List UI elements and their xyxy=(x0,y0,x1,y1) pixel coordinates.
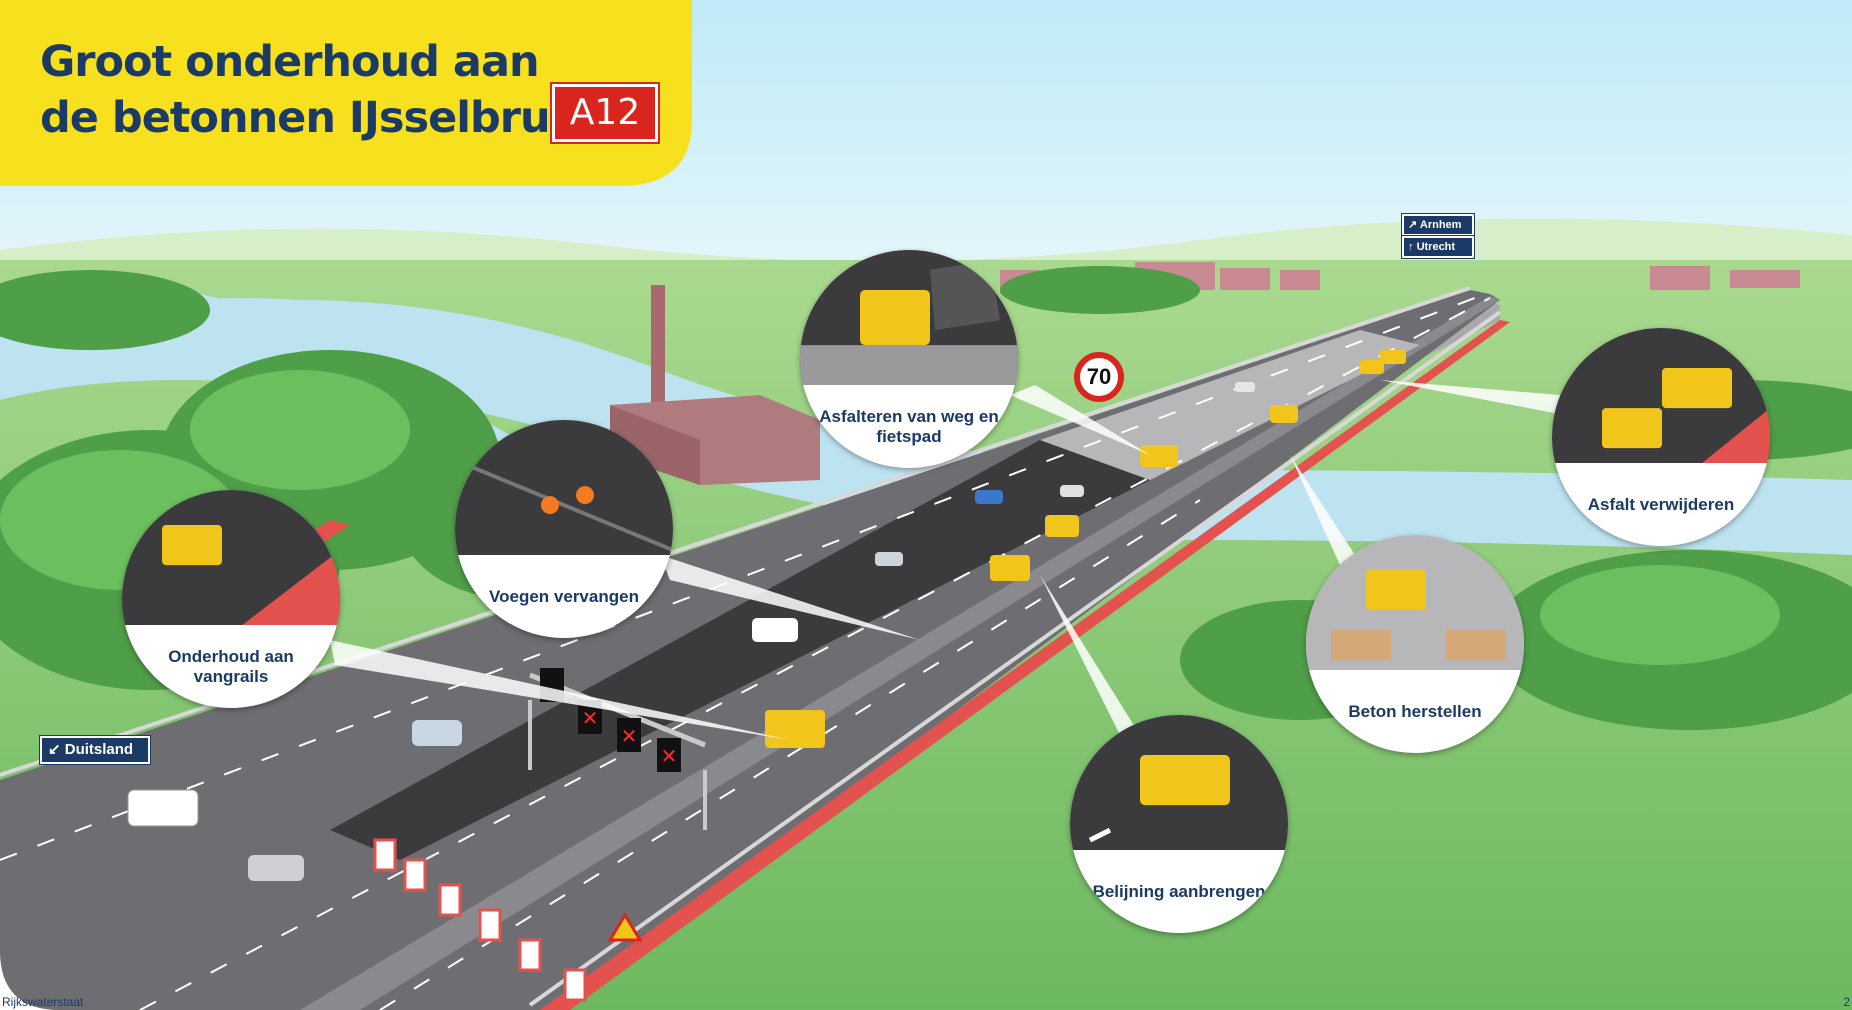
callout-asfalteren-label: Asfalteren van weg en fietspad xyxy=(819,406,999,446)
speed-limit-icon: 70 xyxy=(1074,352,1124,402)
sign-duitsland-label: Duitsland xyxy=(64,741,134,758)
milling-scene xyxy=(1552,328,1770,464)
svg-text:✕: ✕ xyxy=(661,744,678,768)
footer-brand: Rijkswaterstaat xyxy=(2,995,84,1009)
callout-voegen-label: Voegen vervangen xyxy=(489,586,639,606)
arrow-down-left-icon: ↙ xyxy=(48,741,61,758)
cycle-path xyxy=(540,320,1510,1010)
title-panel: Groot onderhoud aan de betonnen IJsselbr… xyxy=(0,0,700,186)
callout-asfalteren: Asfalteren van weg en fietspad xyxy=(800,250,1018,468)
river xyxy=(0,298,1852,555)
sign-utrecht-label: Utrecht xyxy=(1416,241,1456,253)
paver-scene xyxy=(800,250,1018,386)
closed-lanes-asphalt xyxy=(330,440,1150,860)
callout-asfalt-verwijderen: Asfalt verwijderen xyxy=(1552,328,1770,546)
work-zone-concrete xyxy=(1040,330,1420,480)
callout-vangrails: Onderhoud aan vangrails xyxy=(122,490,340,708)
title-box xyxy=(0,0,692,186)
callout-pointers xyxy=(330,380,1565,745)
sign-arnhem-label: Arnhem xyxy=(1419,219,1462,231)
excavator-scene xyxy=(1306,535,1524,671)
work-machines xyxy=(765,350,1406,748)
callout-voegen: Voegen vervangen xyxy=(455,420,673,638)
workers-scene xyxy=(455,420,673,556)
page-number: 2 xyxy=(1843,995,1850,1009)
callout-beton: Beton herstellen xyxy=(1306,535,1524,753)
title-line-2: de betonnen IJsselbrug xyxy=(40,93,580,143)
callout-vangrails-label: Onderhoud aan vangrails xyxy=(168,646,294,686)
callout-belijning: Belijning aanbrengen xyxy=(1070,715,1288,933)
highway-right-lanes xyxy=(300,296,1500,1010)
callout-belijning-label: Belijning aanbrengen xyxy=(1092,881,1266,901)
arrow-up-icon: ↑ xyxy=(1408,241,1414,253)
line-painter-scene xyxy=(1070,715,1288,851)
town-buildings xyxy=(1000,262,1800,294)
crane-scene xyxy=(122,490,340,626)
svg-text:✕: ✕ xyxy=(621,724,638,748)
callout-asfalt-verwijderen-label: Asfalt verwijderen xyxy=(1587,494,1735,514)
sign-utrecht: ↑ Utrecht xyxy=(1402,236,1474,258)
callout-beton-label: Beton herstellen xyxy=(1348,701,1482,721)
lane-markings xyxy=(0,295,1491,1010)
arrow-up-right-icon: ↗ xyxy=(1408,219,1418,231)
tree-highlights xyxy=(0,370,1780,665)
traffic-barriers xyxy=(373,838,587,1002)
vehicles xyxy=(127,382,1255,881)
title-line-1: Groot onderhoud aan xyxy=(40,37,540,87)
page-title: Groot onderhoud aan de betonnen IJsselbr… xyxy=(40,34,580,146)
svg-text:✕: ✕ xyxy=(582,706,599,730)
speed-limit-value: 70 xyxy=(1086,364,1112,389)
road-number-badge: A12 xyxy=(552,84,658,142)
sign-duitsland: ↙ Duitsland xyxy=(40,736,150,764)
sign-arnhem: ↗ Arnhem xyxy=(1402,214,1474,236)
roadworks-warning-icon xyxy=(607,912,643,942)
